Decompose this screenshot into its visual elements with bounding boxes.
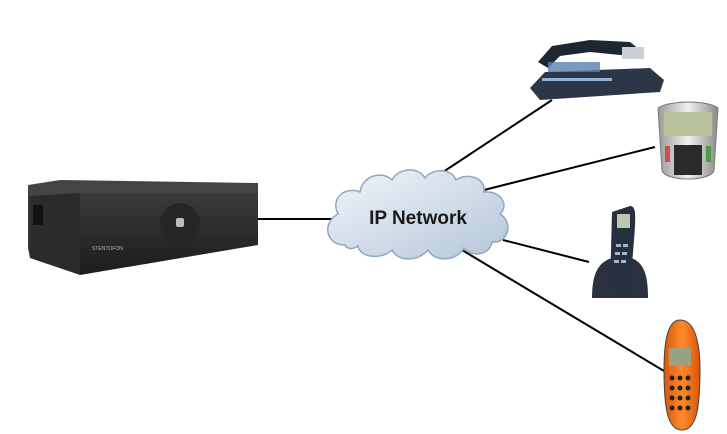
- cloud-label: IP Network: [369, 208, 467, 229]
- link-cloud-desk-phone: [436, 99, 553, 177]
- server-brand: STENTOFON: [92, 246, 123, 252]
- link-cloud-orange: [461, 249, 665, 372]
- server-logo-icon: [176, 218, 184, 227]
- dect-handset-icon: [592, 206, 648, 298]
- connections: [248, 99, 665, 372]
- server-unit: STENTOFON: [28, 180, 258, 275]
- ip-network-cloud: IP Network: [327, 169, 509, 260]
- orange-handset-icon: [663, 319, 701, 431]
- link-cloud-dect: [502, 239, 590, 263]
- desk-phone-icon: [530, 40, 664, 100]
- link-cloud-ip-phone: [483, 146, 656, 191]
- ip-phone-icon: [657, 101, 719, 180]
